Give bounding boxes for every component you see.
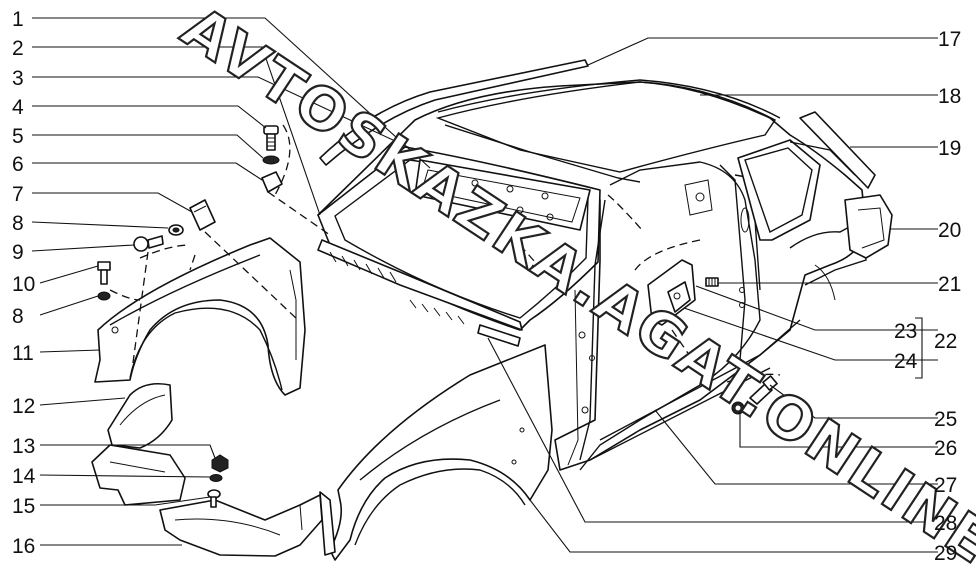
label-24: 24 — [894, 350, 918, 373]
leader-lines — [31, 17, 938, 553]
bolt-10 — [97, 261, 111, 285]
label-5: 5 — [12, 125, 24, 148]
label-15: 15 — [12, 495, 35, 518]
screw-15 — [207, 489, 221, 508]
label-9: 9 — [12, 241, 24, 264]
label-13: 13 — [12, 435, 35, 458]
roof-drip-moulding — [319, 59, 589, 166]
roof-panel — [437, 79, 781, 119]
label-22: 22 — [934, 330, 957, 353]
label-21: 21 — [938, 273, 961, 296]
label-25: 25 — [934, 408, 957, 431]
label-2: 2 — [12, 37, 24, 60]
label-11: 11 — [12, 342, 34, 365]
cowl-grille — [317, 239, 523, 347]
label-6: 6 — [12, 153, 24, 176]
washer-14 — [209, 474, 223, 482]
washer-8b — [97, 291, 111, 301]
label-27: 27 — [934, 474, 957, 497]
label-10: 10 — [12, 273, 35, 296]
label-29: 29 — [934, 542, 957, 565]
washer-5 — [262, 155, 280, 165]
label-18: 18 — [938, 85, 961, 108]
fuel-filler-assembly — [647, 259, 719, 326]
wheel-arch-liner — [91, 444, 186, 506]
rear-side-trim — [799, 111, 876, 189]
left-front-wing — [94, 237, 306, 396]
label-8b: 8 — [12, 305, 24, 328]
label-23: 23 — [894, 320, 917, 343]
left-labels: 1 2 3 4 5 6 7 8 9 10 8 11 12 13 14 15 16 — [12, 8, 36, 558]
splash-guard-12 — [107, 382, 173, 449]
label-26: 26 — [934, 437, 957, 460]
bracket-7 — [189, 199, 216, 231]
rear-panel-piece — [844, 194, 893, 259]
label-1: 1 — [12, 8, 24, 31]
clip-6 — [261, 171, 283, 193]
body-shell — [317, 81, 867, 471]
label-3: 3 — [12, 67, 24, 90]
bolt-washer-25 — [731, 375, 778, 415]
label-12: 12 — [12, 395, 35, 418]
label-17: 17 — [938, 28, 961, 51]
right-labels: 17 18 19 20 21 23 22 24 25 26 27 28 29 — [894, 28, 961, 565]
label-8: 8 — [12, 212, 24, 235]
washer-8 — [168, 224, 184, 236]
label-28: 28 — [934, 512, 957, 535]
underbody-shield-16 — [159, 494, 323, 557]
label-16: 16 — [12, 535, 35, 558]
label-14: 14 — [12, 465, 36, 488]
label-4: 4 — [12, 96, 24, 119]
bolt-4 — [263, 125, 279, 151]
label-20: 20 — [938, 219, 961, 242]
screw-9 — [133, 235, 164, 252]
nut-13 — [211, 454, 229, 473]
label-19: 19 — [938, 137, 961, 160]
assembly-lines — [109, 124, 781, 383]
label-7: 7 — [12, 183, 24, 206]
